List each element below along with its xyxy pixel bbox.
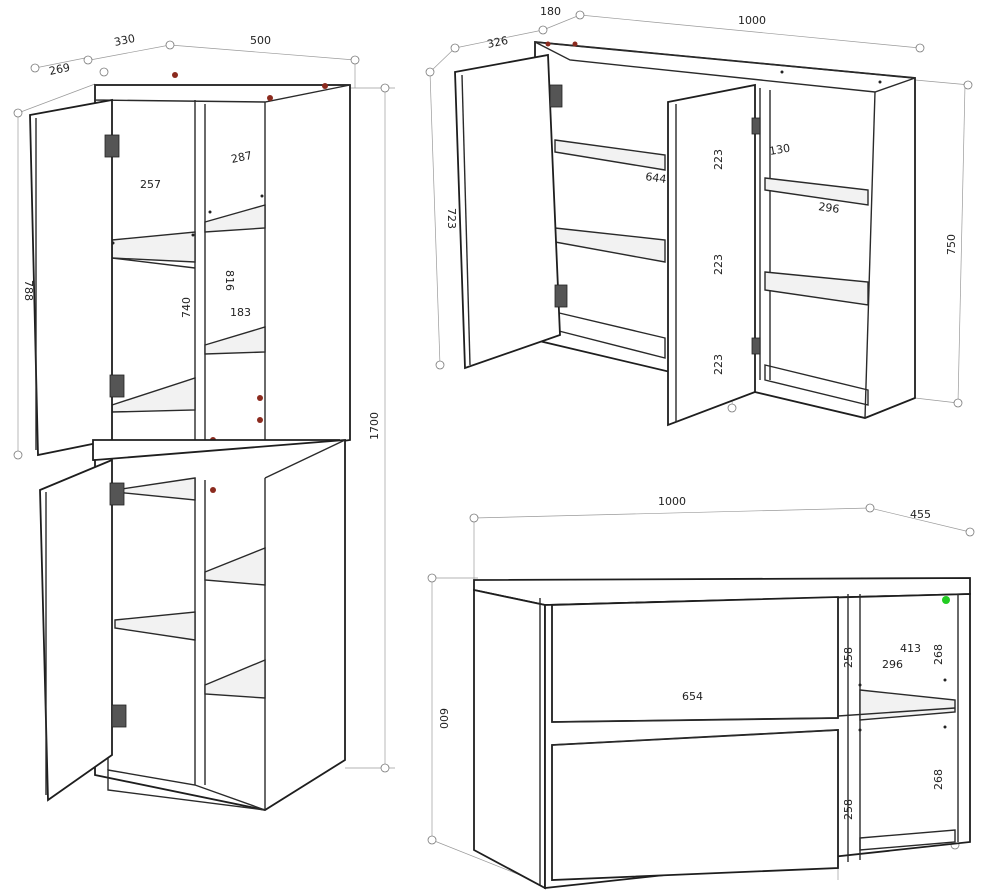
dim-wall-width: 1000 bbox=[738, 14, 766, 27]
dim-tall-width: 500 bbox=[250, 34, 271, 47]
dim-tall-inner-height: 740 bbox=[180, 297, 193, 318]
dim-vanity-depth: 455 bbox=[910, 508, 931, 521]
lower-drawer[interactable] bbox=[551, 729, 839, 881]
dim-wall-right-depth: 130 bbox=[768, 142, 791, 158]
hinge-icon bbox=[554, 284, 568, 308]
dim-vanity-right-height-upper: 268 bbox=[932, 644, 945, 665]
dim-wall-spacing-2: 223 bbox=[712, 254, 725, 275]
dim-wall-spacing-3: 223 bbox=[712, 354, 725, 375]
upper-drawer[interactable] bbox=[551, 596, 839, 723]
dim-wall-inner-width: 644 bbox=[645, 170, 668, 186]
dim-tall-depth-left: 269 bbox=[48, 61, 71, 78]
upper-unit-body bbox=[94, 84, 351, 453]
dim-tall-shelf-width: 257 bbox=[140, 178, 161, 191]
tall-cabinet: 330 500 269 788 257 287 740 816 183 1700 bbox=[13, 32, 395, 811]
upper-door[interactable] bbox=[29, 98, 113, 457]
dim-tall-height-upper: 788 bbox=[22, 280, 35, 301]
dim-wall-spacing-1: 223 bbox=[712, 149, 725, 170]
dim-wall-depth-top: 180 bbox=[540, 5, 561, 18]
wall-cabinet: 326 180 1000 723 644 223 223 223 130 296… bbox=[425, 5, 973, 427]
dim-vanity-right-height-lower: 268 bbox=[932, 769, 945, 790]
dim-tall-height-total: 1700 bbox=[368, 412, 381, 440]
hinge-icon bbox=[111, 704, 127, 728]
dim-wall-door-height: 723 bbox=[445, 208, 458, 229]
dim-tall-depth-top: 330 bbox=[113, 32, 136, 49]
dim-tall-right-depth: 287 bbox=[230, 149, 253, 166]
hinge-icon bbox=[109, 482, 125, 506]
dim-vanity-right-width: 296 bbox=[882, 658, 903, 671]
vanity-side bbox=[473, 588, 546, 890]
dim-vanity-drawer-width: 654 bbox=[682, 690, 703, 703]
dim-vanity-height: 600 bbox=[437, 708, 450, 729]
wall-left-door[interactable] bbox=[454, 53, 561, 370]
hinge-icon bbox=[549, 84, 563, 108]
hinge-icon bbox=[751, 117, 761, 135]
hinge-icon bbox=[751, 337, 761, 355]
dim-vanity-right-depth: 413 bbox=[900, 642, 921, 655]
dim-tall-right-shelf: 183 bbox=[230, 306, 251, 319]
vanity-cabinet: 1000 455 600 654 258 258 413 296 268 268 bbox=[427, 495, 975, 890]
dim-vanity-width: 1000 bbox=[658, 495, 686, 508]
hinge-icon bbox=[109, 374, 125, 398]
dim-tall-right-height: 816 bbox=[223, 270, 236, 291]
dim-vanity-drawer-height-upper: 258 bbox=[842, 647, 855, 668]
dim-wall-height: 750 bbox=[945, 234, 958, 255]
lower-door[interactable] bbox=[39, 458, 113, 802]
dim-vanity-drawer-height-lower: 258 bbox=[842, 799, 855, 820]
dim-wall-right-width: 296 bbox=[818, 200, 841, 216]
dim-wall-depth-left: 326 bbox=[486, 34, 509, 51]
marker-dot bbox=[942, 596, 950, 604]
wall-center-door[interactable] bbox=[667, 83, 756, 427]
hinge-icon bbox=[104, 134, 120, 158]
